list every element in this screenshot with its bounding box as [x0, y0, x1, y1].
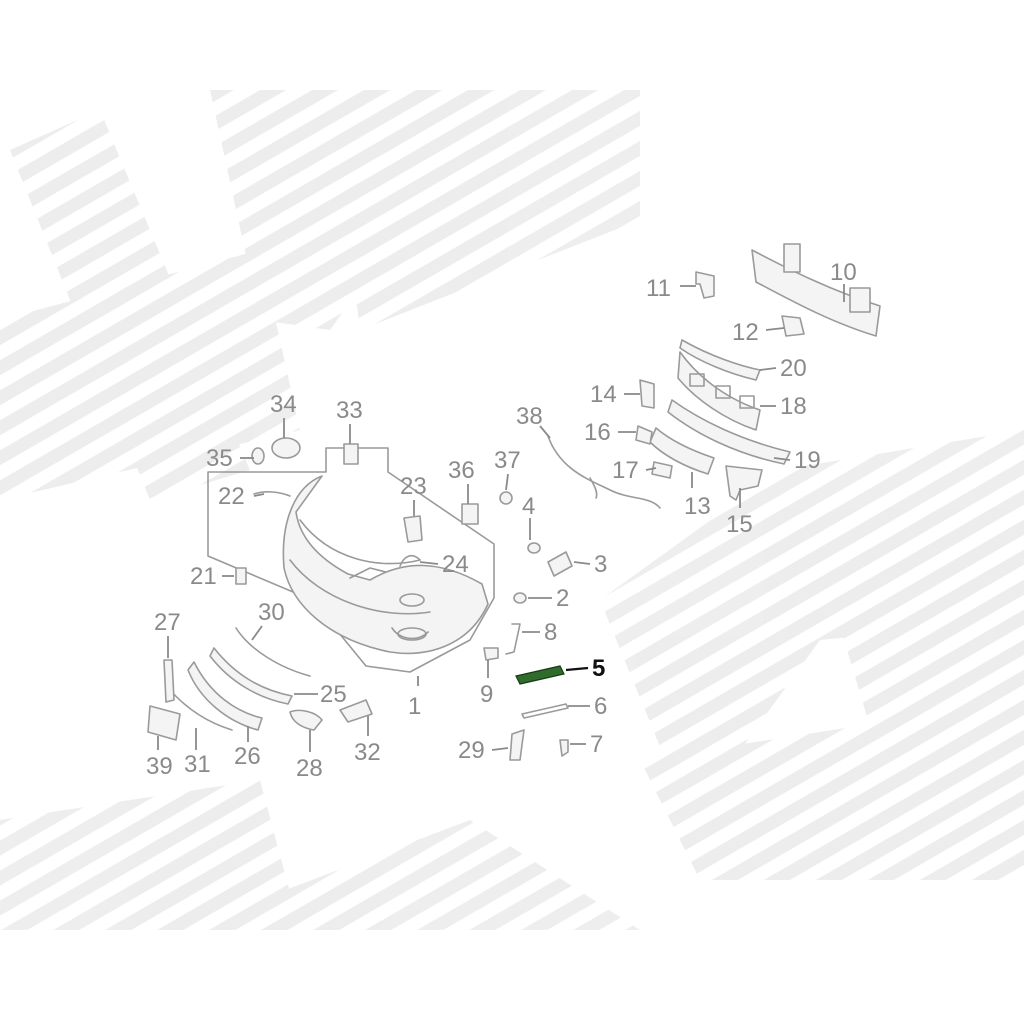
callout-24[interactable]: 24 [442, 551, 469, 578]
callout-25[interactable]: 25 [320, 681, 347, 708]
callout-32[interactable]: 32 [354, 739, 381, 766]
leader-lines [157, 284, 845, 752]
callout-11[interactable]: 11 [646, 275, 671, 302]
part-27 [163, 659, 175, 703]
callout-22[interactable]: 22 [218, 483, 245, 510]
part-22 [253, 491, 291, 497]
callout-14[interactable]: 14 [590, 381, 617, 408]
callout-labels: 1 2 3 4 5 6 7 8 9 10 11 12 13 14 15 16 1… [146, 259, 857, 782]
part-9 [483, 647, 499, 661]
highlighted-part-5[interactable] [515, 665, 565, 685]
callout-39[interactable]: 39 [146, 753, 173, 780]
part-29 [509, 729, 525, 761]
wiring-harness [547, 435, 661, 509]
callout-3[interactable]: 3 [594, 551, 607, 578]
callout-1[interactable]: 1 [408, 693, 421, 720]
callout-28[interactable]: 28 [296, 755, 323, 782]
bracket-11 [695, 271, 715, 299]
bumper-reinforcement-beam [751, 243, 881, 337]
callout-13[interactable]: 13 [684, 493, 711, 520]
callout-33[interactable]: 33 [336, 397, 363, 424]
callout-36[interactable]: 36 [448, 457, 475, 484]
bumper-cover [282, 475, 489, 655]
part-6 [521, 703, 569, 719]
callout-19[interactable]: 19 [794, 447, 821, 474]
callout-6[interactable]: 6 [594, 693, 607, 720]
callout-20[interactable]: 20 [780, 355, 807, 382]
callout-17[interactable]: 17 [612, 457, 639, 484]
callout-30[interactable]: 30 [258, 599, 285, 626]
part-32 [339, 699, 373, 723]
bracket-12 [781, 315, 805, 337]
part-3 [547, 551, 573, 577]
callout-26[interactable]: 26 [234, 743, 261, 770]
callout-15[interactable]: 15 [726, 511, 753, 538]
part-24 [399, 554, 421, 567]
absorber-lower [667, 399, 791, 465]
part-2 [513, 592, 527, 604]
part-37 [499, 491, 513, 505]
bracket-17 [651, 461, 673, 479]
part-28 [289, 709, 323, 731]
energy-absorber-upper [679, 339, 761, 381]
part-36 [461, 503, 479, 525]
callout-23[interactable]: 23 [400, 473, 427, 500]
part-35 [251, 447, 265, 465]
plate-39 [147, 705, 181, 741]
callout-7[interactable]: 7 [590, 731, 603, 758]
part-23 [403, 515, 423, 543]
callout-16[interactable]: 16 [584, 419, 611, 446]
callout-29[interactable]: 29 [458, 737, 485, 764]
bracket-16 [635, 425, 653, 445]
callout-21[interactable]: 21 [190, 563, 217, 590]
callout-31[interactable]: 31 [184, 751, 211, 778]
callout-38[interactable]: 38 [516, 403, 543, 430]
grille-25 [209, 647, 293, 705]
bracket-14 [639, 379, 655, 409]
callout-8[interactable]: 8 [544, 619, 557, 646]
grille-31 [169, 689, 233, 731]
callout-10[interactable]: 10 [830, 259, 857, 286]
part-7 [559, 739, 569, 757]
callout-27[interactable]: 27 [154, 609, 181, 636]
absorber-center [649, 427, 715, 475]
watermark [0, 90, 1024, 930]
energy-absorber [677, 351, 761, 431]
callout-37[interactable]: 37 [494, 447, 521, 474]
callout-18[interactable]: 18 [780, 393, 807, 420]
callout-4[interactable]: 4 [522, 493, 535, 520]
part-34 [271, 437, 301, 459]
callout-35[interactable]: 35 [206, 445, 233, 472]
callout-5[interactable]: 5 [592, 655, 605, 682]
callout-34[interactable]: 34 [270, 391, 297, 418]
callout-9[interactable]: 9 [480, 681, 493, 708]
callout-2[interactable]: 2 [556, 585, 569, 612]
callout-12[interactable]: 12 [732, 319, 759, 346]
part-21 [235, 567, 247, 585]
part-8 [505, 623, 521, 655]
grille-26 [187, 661, 263, 731]
part-33 [343, 443, 359, 465]
part-4 [527, 542, 541, 554]
grille-30 [235, 627, 311, 677]
